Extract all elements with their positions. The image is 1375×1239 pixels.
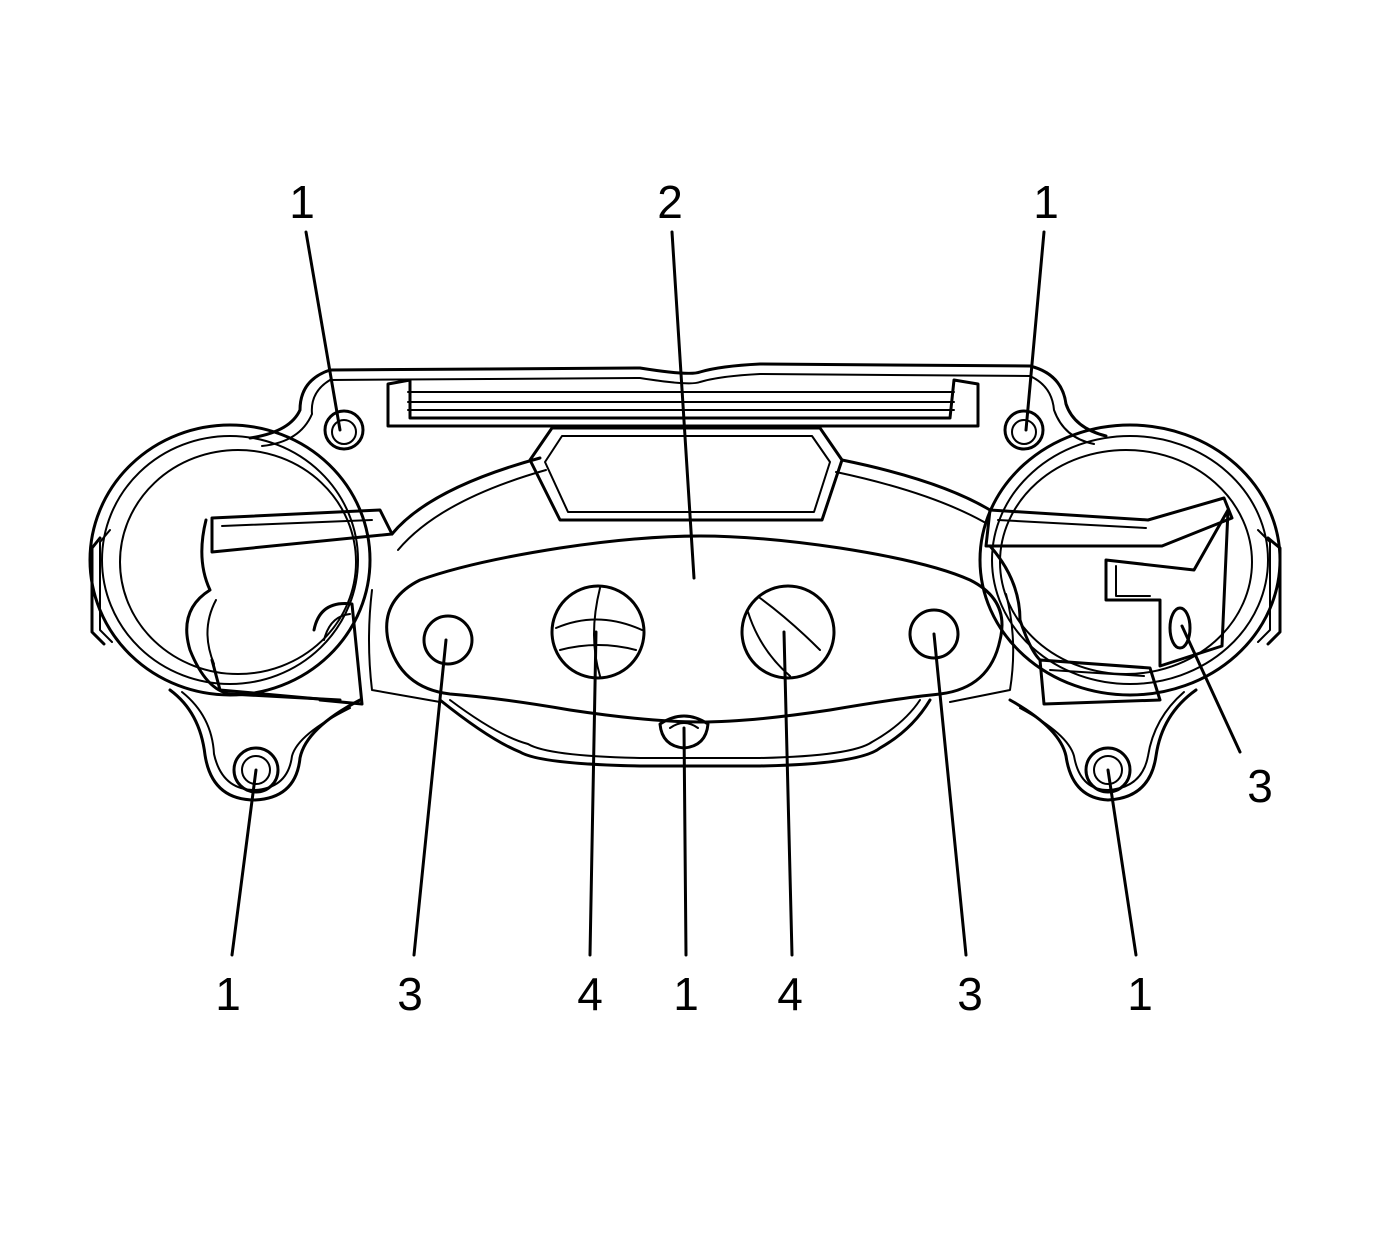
bolt-hole-bottom-left [232, 746, 280, 794]
gasket [368, 534, 1015, 724]
exhaust-port-left [550, 584, 646, 680]
callout-numbers: 1 2 1 3 1 3 4 1 4 3 1 [215, 176, 1273, 1020]
callout-1-bottom-right: 1 [1127, 968, 1153, 1020]
callout-1-bottom-left: 1 [215, 968, 241, 1020]
left-port-internals [185, 456, 547, 706]
exhaust-ports [550, 584, 836, 680]
right-port-internals [835, 458, 1234, 706]
callout-3-bottom-left: 3 [397, 968, 423, 1020]
leader-lines [230, 230, 1242, 957]
bolt-hole-top-right [1003, 409, 1045, 451]
bolt-holes [232, 409, 1132, 794]
stud-hole-left [422, 614, 474, 666]
callout-1-top-right: 1 [1033, 176, 1059, 228]
bolt-hole-top-left [323, 409, 365, 451]
callout-1-top-left: 1 [289, 176, 315, 228]
callout-4-bottom-left: 4 [577, 968, 603, 1020]
callout-1-bottom-center: 1 [673, 968, 699, 1020]
callout-4-bottom-right: 4 [777, 968, 803, 1020]
housing-outline [88, 362, 1282, 802]
stud-holes [422, 608, 960, 666]
bolt-hole-bottom-center [658, 714, 710, 750]
stud-hole-right [908, 608, 960, 660]
callout-3-right: 3 [1247, 760, 1273, 812]
callout-2-top-center: 2 [657, 176, 683, 228]
exhaust-port-right [740, 584, 836, 680]
bolt-hole-bottom-right [1084, 746, 1132, 794]
callout-3-bottom-right: 3 [957, 968, 983, 1020]
